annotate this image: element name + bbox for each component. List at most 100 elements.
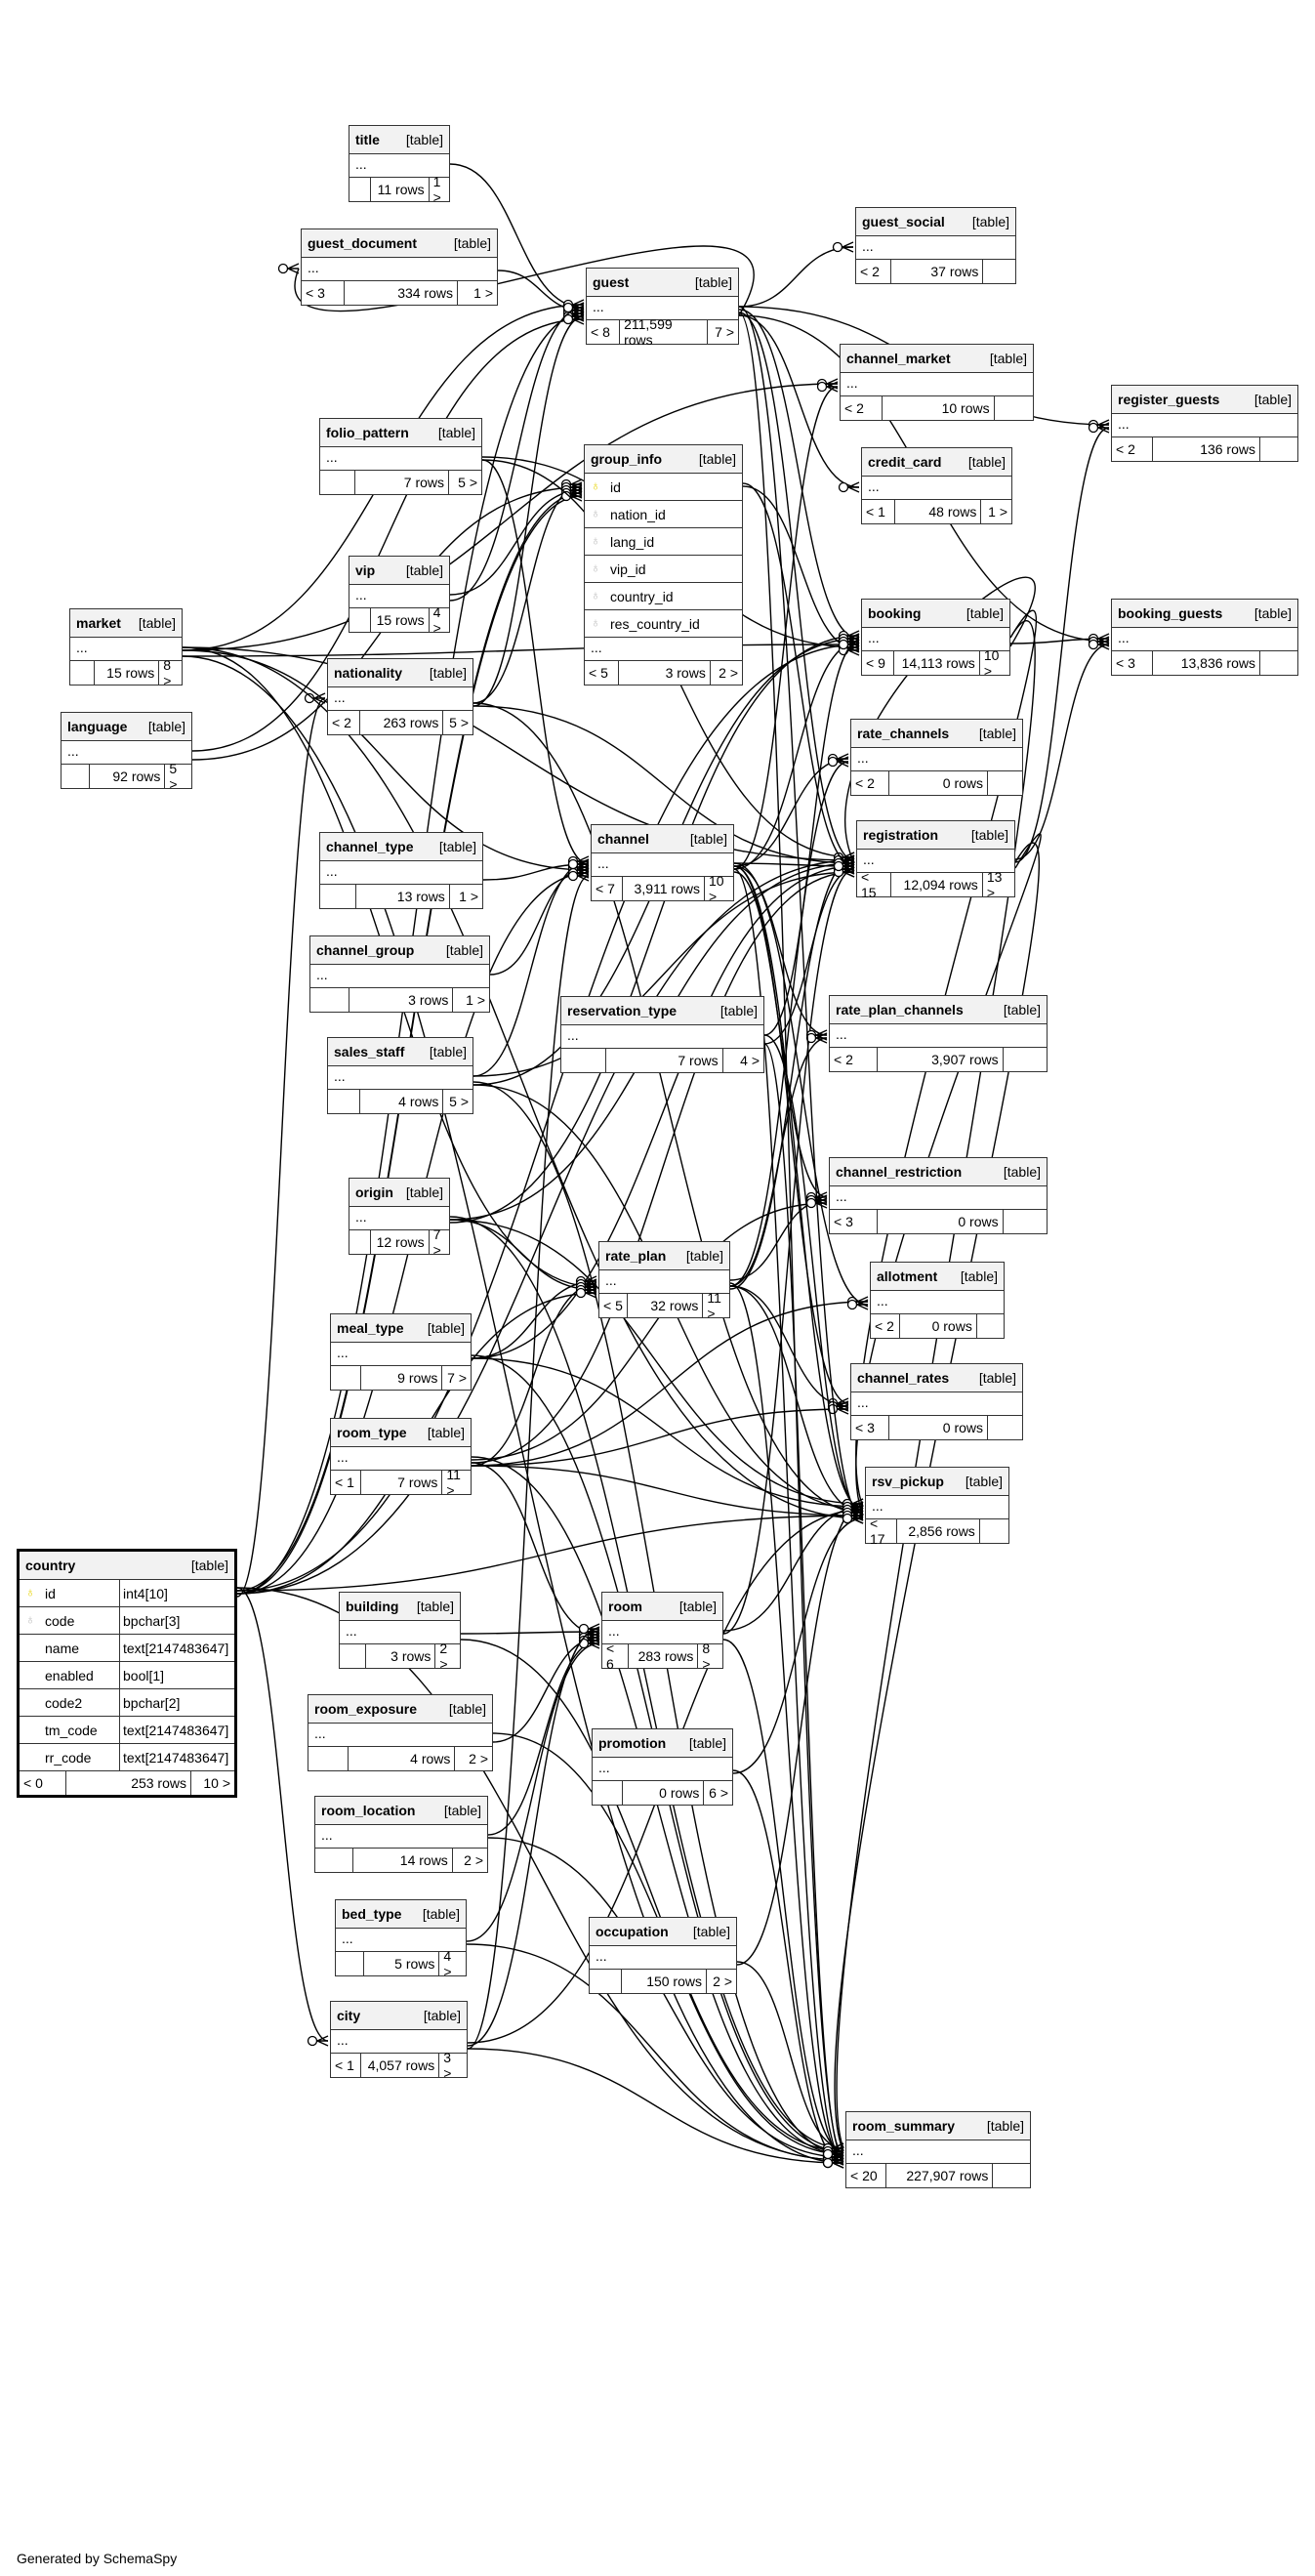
parents-link[interactable]: < 1 — [862, 500, 895, 523]
table-header[interactable]: sales_staff [table] — [328, 1038, 473, 1066]
children-link[interactable] — [993, 2164, 1030, 2187]
table-room-location[interactable]: room_location [table]... 14 rows 2 > — [314, 1796, 488, 1873]
parents-link[interactable]: < 3 — [851, 1416, 889, 1439]
table-header[interactable]: channel_type [table] — [320, 833, 482, 861]
parents-link[interactable]: < 2 — [851, 771, 889, 795]
table-name[interactable]: sales_staff — [334, 1044, 405, 1059]
table-name[interactable]: channel_type — [326, 839, 414, 854]
table-header[interactable]: building [table] — [340, 1593, 460, 1621]
parents-link[interactable] — [349, 1230, 372, 1254]
table-name[interactable]: bed_type — [342, 1906, 402, 1922]
table-name[interactable]: booking_guests — [1118, 605, 1223, 621]
parents-link[interactable] — [62, 765, 91, 788]
children-link[interactable]: 8 > — [702, 1641, 711, 1672]
table-header[interactable]: bed_type [table] — [336, 1900, 466, 1929]
children-link[interactable]: 2 > — [464, 1852, 483, 1868]
table-name[interactable]: folio_pattern — [326, 425, 409, 440]
table-name[interactable]: registration — [863, 827, 939, 843]
table-booking-guests[interactable]: booking_guests [table]... < 3 13,836 row… — [1111, 599, 1298, 676]
table-header[interactable]: origin [table] — [349, 1179, 449, 1207]
children-link[interactable]: 7 > — [447, 1370, 467, 1386]
table-booking[interactable]: booking [table]... < 9 14,113 rows 10 > — [861, 599, 1010, 679]
children-link[interactable]: 2 > — [469, 1751, 488, 1766]
children-link[interactable]: 4 > — [432, 604, 441, 636]
table-name[interactable]: rate_channels — [857, 726, 950, 741]
table-register-guests[interactable]: register_guests [table]... < 2 136 rows — [1111, 385, 1298, 462]
table-header[interactable]: promotion [table] — [593, 1729, 732, 1758]
children-link[interactable]: 5 > — [449, 1094, 469, 1109]
table-occupation[interactable]: occupation [table]... 150 rows 2 > — [589, 1917, 737, 1994]
table-header[interactable]: group_info [table] — [585, 445, 742, 474]
parents-link[interactable]: < 2 — [328, 711, 360, 734]
table-room-type[interactable]: room_type [table]... < 1 7 rows 11 > — [330, 1418, 472, 1498]
table-channel-restriction[interactable]: channel_restriction [table]... < 3 0 row… — [829, 1157, 1048, 1234]
table-promotion[interactable]: promotion [table]... 0 rows 6 > — [592, 1728, 733, 1806]
table-name[interactable]: promotion — [598, 1735, 667, 1751]
table-rsv-pickup[interactable]: rsv_pickup [table]... < 17 2,856 rows — [865, 1467, 1009, 1547]
parents-link[interactable]: < 0 — [20, 1771, 67, 1795]
children-link[interactable]: 1 > — [459, 889, 478, 904]
children-link[interactable] — [988, 1416, 1022, 1439]
children-link[interactable]: 2 > — [439, 1641, 448, 1672]
table-city[interactable]: city [table]... < 1 4,057 rows 3 > — [330, 2001, 468, 2081]
table-name[interactable]: rsv_pickup — [872, 1474, 944, 1489]
table-header[interactable]: channel_rates [table] — [851, 1364, 1022, 1392]
parents-link[interactable]: < 1 — [331, 1471, 362, 1494]
parents-link[interactable] — [336, 1952, 365, 1975]
table-name[interactable]: credit_card — [868, 454, 942, 470]
parents-link[interactable]: < 2 — [841, 396, 884, 420]
table-header[interactable]: vip [table] — [349, 557, 449, 585]
parents-link[interactable] — [590, 1970, 622, 1993]
parents-link[interactable]: < 8 — [587, 320, 621, 344]
table-allotment[interactable]: allotment [table]... < 2 0 rows — [870, 1262, 1005, 1339]
table-channel[interactable]: channel [table]... < 7 3,911 rows 10 > — [591, 824, 734, 904]
table-folio-pattern[interactable]: folio_pattern [table]... 7 rows 5 > — [319, 418, 482, 495]
parents-link[interactable]: < 17 — [866, 1516, 898, 1547]
table-header[interactable]: room_exposure [table] — [308, 1695, 492, 1724]
table-language[interactable]: language [table]... 92 rows 5 > — [61, 712, 192, 792]
table-origin[interactable]: origin [table]... 12 rows 7 > — [349, 1178, 450, 1258]
table-header[interactable]: room [table] — [602, 1593, 722, 1621]
table-sales-staff[interactable]: sales_staff [table]... 4 rows 5 > — [327, 1037, 473, 1114]
children-link[interactable]: 5 > — [458, 475, 477, 490]
children-link[interactable]: 10 > — [709, 873, 724, 904]
parents-link[interactable] — [561, 1049, 606, 1072]
children-link[interactable]: 11 > — [446, 1467, 461, 1498]
table-header[interactable]: rate_plan_channels [table] — [830, 996, 1047, 1024]
table-name[interactable]: reservation_type — [567, 1003, 678, 1018]
children-link[interactable]: 7 > — [432, 1226, 441, 1258]
table-header[interactable]: reservation_type [table] — [561, 997, 763, 1025]
table-header[interactable]: room_summary [table] — [846, 2112, 1030, 2140]
table-header[interactable]: meal_type [table] — [331, 1314, 471, 1343]
table-header[interactable]: guest_document [table] — [302, 229, 497, 258]
table-title[interactable]: title [table]... 11 rows 1 > — [349, 125, 450, 205]
table-name[interactable]: channel_restriction — [836, 1164, 963, 1180]
parents-link[interactable] — [331, 1366, 362, 1390]
parents-link[interactable]: < 7 — [592, 877, 623, 900]
table-header[interactable]: market [table] — [70, 609, 182, 638]
table-channel-rates[interactable]: channel_rates [table]... < 3 0 rows — [850, 1363, 1023, 1440]
table-market[interactable]: market [table]... 15 rows 8 > — [69, 608, 183, 688]
children-link[interactable]: 1 > — [988, 504, 1007, 519]
parents-link[interactable] — [328, 1090, 360, 1113]
parents-link[interactable]: < 9 — [862, 651, 895, 675]
table-name[interactable]: group_info — [591, 451, 663, 467]
parents-link[interactable]: < 20 — [846, 2164, 887, 2187]
parents-link[interactable]: < 2 — [871, 1314, 900, 1338]
children-link[interactable]: 11 > — [707, 1290, 721, 1321]
parents-link[interactable] — [349, 608, 372, 632]
children-link[interactable]: 4 > — [443, 1948, 452, 1979]
table-header[interactable]: room_location [table] — [315, 1797, 487, 1825]
table-header[interactable]: channel [table] — [592, 825, 733, 853]
table-name[interactable]: nationality — [334, 665, 403, 681]
children-link[interactable]: 1 > — [466, 992, 485, 1008]
table-header[interactable]: channel_restriction [table] — [830, 1158, 1047, 1186]
parents-link[interactable] — [310, 988, 350, 1012]
parents-link[interactable]: < 2 — [1112, 437, 1153, 461]
table-room-summary[interactable]: room_summary [table]... < 20 227,907 row… — [845, 2111, 1031, 2188]
children-link[interactable]: 3 > — [443, 2050, 452, 2081]
table-header[interactable]: booking_guests [table] — [1112, 600, 1297, 628]
parents-link[interactable]: < 15 — [857, 869, 892, 900]
table-name[interactable]: channel_market — [846, 351, 951, 366]
table-header[interactable]: language [table] — [62, 713, 191, 741]
